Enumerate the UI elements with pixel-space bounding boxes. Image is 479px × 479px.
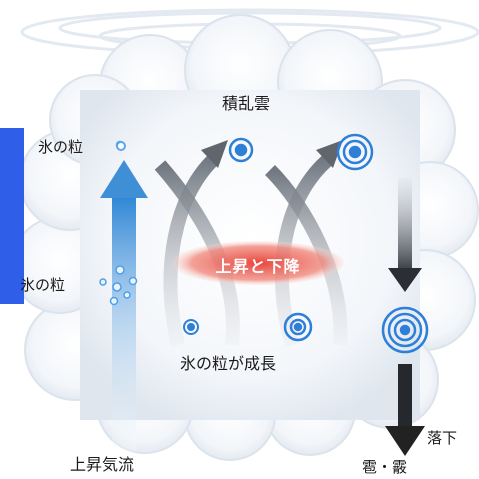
up-down-pill: [172, 241, 344, 285]
ice-particle-top-1: [228, 137, 254, 163]
hail-stone: [381, 306, 429, 354]
ice-particle-top-2: [336, 133, 374, 171]
ice-particle-bottom-1: [183, 319, 199, 335]
label-updraft: 上昇気流: [70, 455, 135, 474]
falling-arrow-lower: [385, 364, 425, 456]
label-fall: 落下: [427, 429, 458, 447]
label-up-down: 上昇と下降: [215, 257, 301, 276]
label-grow: 氷の粒が成長: [180, 354, 277, 373]
label-ice-bottom: 氷の粒: [20, 276, 66, 294]
arc-arrowheads: [201, 140, 343, 168]
circulation-arcs: [154, 152, 348, 347]
label-hail: 雹・霰: [362, 458, 408, 476]
falling-arrow-upper: [388, 178, 422, 292]
label-ice-top: 氷の粒: [38, 138, 84, 156]
label-cloud-name: 積乱雲: [222, 94, 271, 113]
updraft-arrow: [100, 160, 148, 452]
ice-particle-small: [116, 141, 126, 151]
ice-particle-bottom-2: [283, 312, 313, 342]
side-marker-bar: [0, 128, 24, 304]
